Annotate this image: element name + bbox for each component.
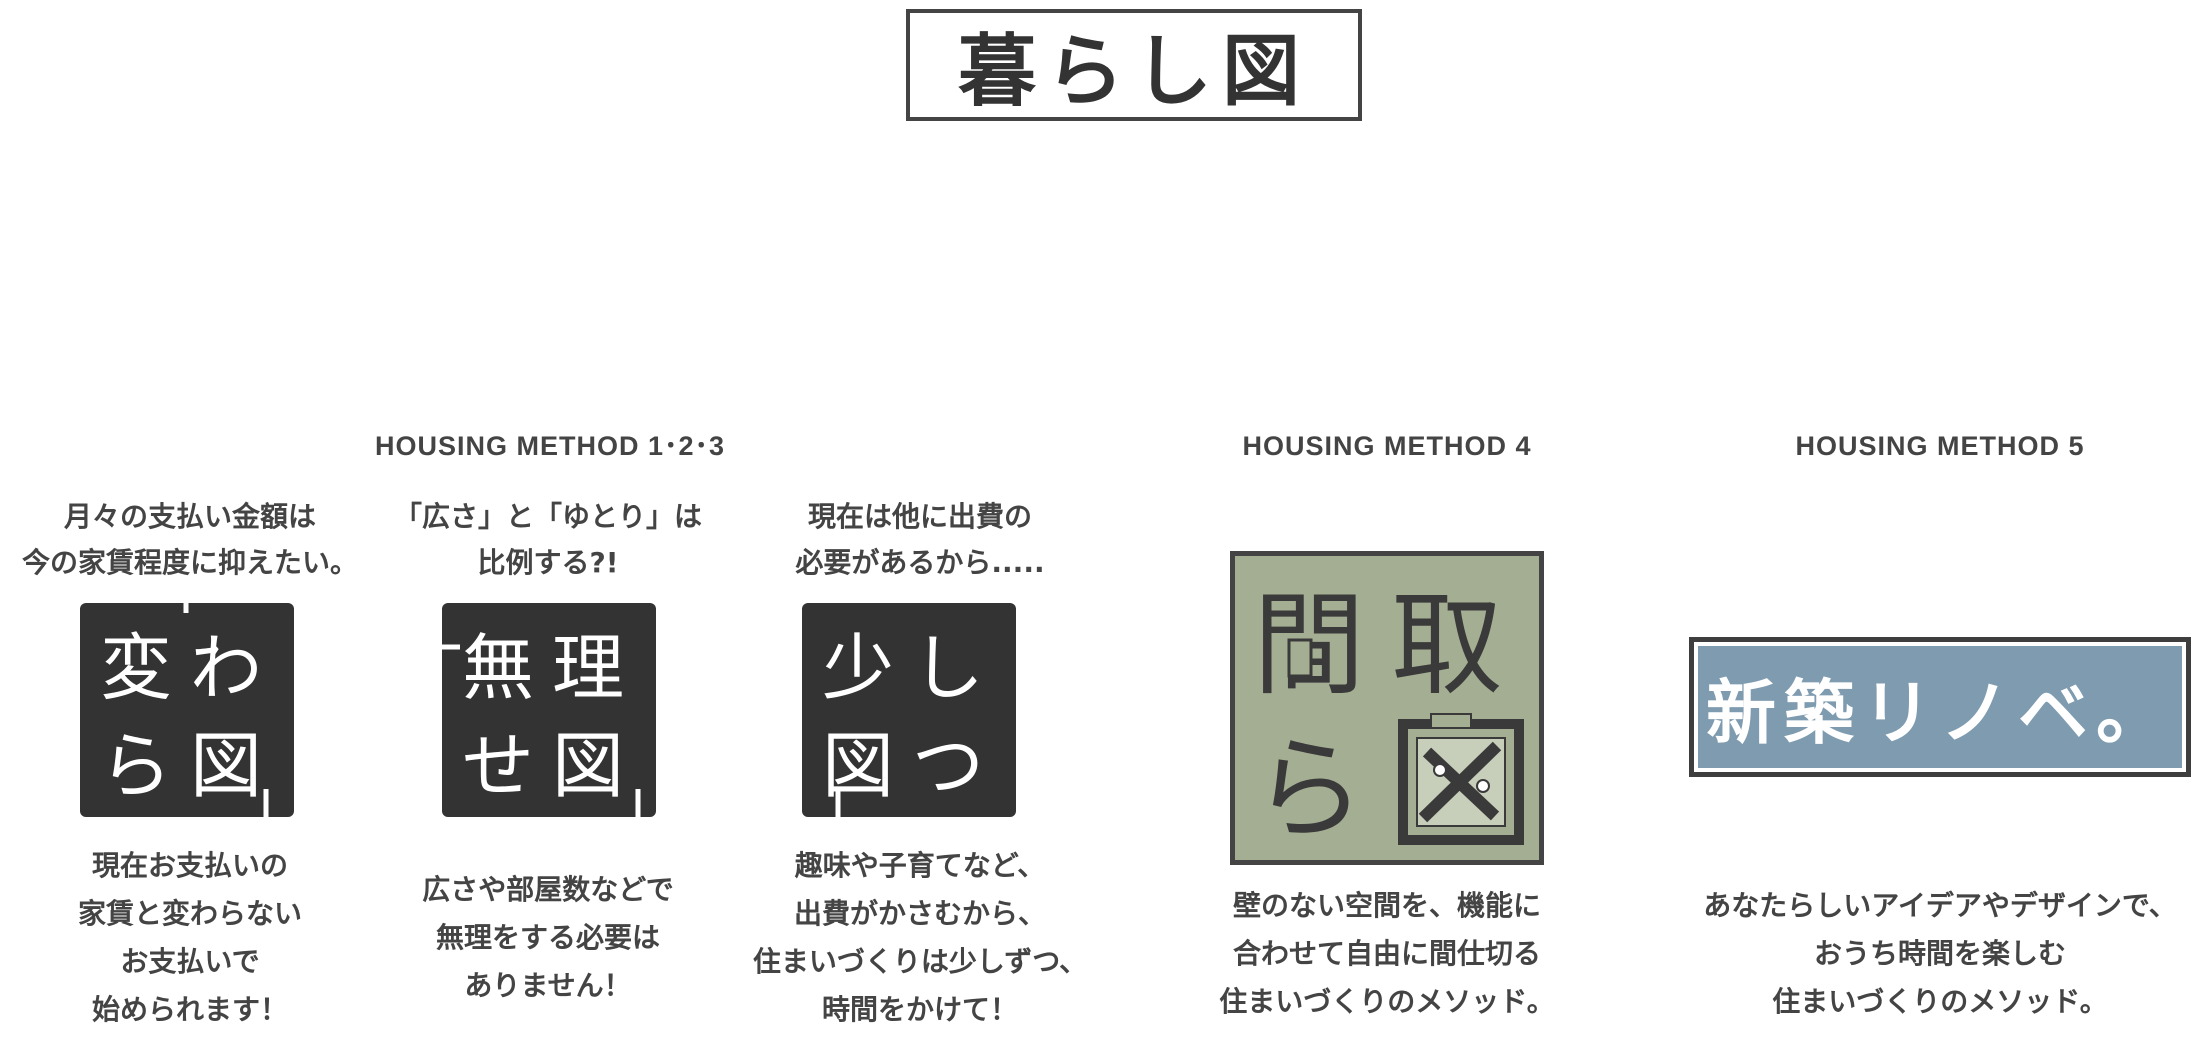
desc-line: 始められます！ xyxy=(91,993,288,1026)
page-title: 暮らし図 xyxy=(957,27,1310,117)
caption-line: 今の家賃程度に抑えたい。 xyxy=(21,546,358,579)
method-3-logo[interactable]: 少 し 図 つ xyxy=(802,603,1016,817)
caption-line: 現在は他に出費の xyxy=(807,500,1032,533)
caption-line: 必要があるから..... xyxy=(795,546,1045,579)
desc-line: おうち時間を楽しむ xyxy=(1813,937,2066,970)
section-label-method-1-2-3: HOUSING METHOD 1･2･3 xyxy=(374,431,726,461)
method-2-logo[interactable]: 無 理 せ 図 xyxy=(442,603,656,817)
floor-plan-icon xyxy=(1398,713,1524,845)
method-3-description: 趣味や子育てなど、 出費がかさむから、 住まいづくりは少しずつ、 時間をかけて！ xyxy=(730,842,1110,1034)
logo-char: 取 xyxy=(1391,581,1503,711)
desc-line: 壁のない空間を、機能に xyxy=(1232,889,1541,922)
desc-line: 現在お支払いの xyxy=(91,849,288,882)
caption-line: 月々の支払い金額は xyxy=(63,500,316,533)
desc-line: ありません！ xyxy=(464,969,632,1002)
method-5-logo-text: 新築リノベ。 xyxy=(1706,671,2174,754)
method-5-logo[interactable]: 新築リノベ。 xyxy=(1689,637,2191,777)
logo-char: 少 xyxy=(822,626,894,710)
desc-line: 出費がかさむから、 xyxy=(793,897,1046,930)
desc-line: 住まいづくりは少しずつ、 xyxy=(752,945,1088,978)
desc-line: 広さや部屋数などで xyxy=(422,873,674,906)
logo-char: ら xyxy=(1253,725,1365,855)
method-5-description: あなたらしいアイデアやデザインで、 おうち時間を楽しむ 住まいづくりのメソッド。 xyxy=(1680,882,2200,1026)
method-3-caption: 現在は他に出費の 必要があるから..... xyxy=(740,494,1100,586)
door-icon xyxy=(1287,638,1313,678)
desc-line: あなたらしいアイデアやデザインで、 xyxy=(1703,889,2177,922)
desc-line: 無理をする必要は xyxy=(435,921,660,954)
logo-char: つ xyxy=(912,724,984,808)
logo-char: し xyxy=(912,626,984,710)
logo-char: せ xyxy=(462,724,534,808)
desc-line: 住まいづくりのメソッド。 xyxy=(1219,985,1555,1018)
logo-char: 変 xyxy=(100,626,172,710)
desc-line: 家賃と変わらない xyxy=(77,897,302,930)
logo-char: わ xyxy=(190,626,262,710)
method-4-logo[interactable]: 間 取 ら xyxy=(1230,551,1544,865)
method-2-description: 広さや部屋数などで 無理をする必要は ありません！ xyxy=(378,866,718,1010)
logo-char: ら xyxy=(100,724,172,808)
page-title-box: 暮らし図 xyxy=(906,9,1362,121)
method-1-logo[interactable]: 変 わ ら 図 xyxy=(80,603,294,817)
desc-line: お支払いで xyxy=(120,945,260,978)
section-label-method-5: HOUSING METHOD 5 xyxy=(1795,431,2085,461)
desc-line: 住まいづくりのメソッド。 xyxy=(1772,985,2108,1018)
logo-char: 理 xyxy=(552,626,624,710)
desc-line: 時間をかけて！ xyxy=(821,993,1018,1026)
caption-line: 「広さ」と「ゆとり」は xyxy=(393,500,702,533)
logo-char: 図 xyxy=(822,724,894,808)
method-1-description: 現在お支払いの 家賃と変わらない お支払いで 始められます！ xyxy=(20,842,360,1034)
method-2-caption: 「広さ」と「ゆとり」は 比例する?! xyxy=(378,494,718,586)
method-1-caption: 月々の支払い金額は 今の家賃程度に抑えたい。 xyxy=(0,494,380,586)
desc-line: 趣味や子育てなど、 xyxy=(794,849,1046,882)
logo-char: 図 xyxy=(552,724,624,808)
method-4-description: 壁のない空間を、機能に 合わせて自由に間仕切る 住まいづくりのメソッド。 xyxy=(1180,882,1594,1026)
caption-line: 比例する?! xyxy=(477,546,619,579)
logo-char: 図 xyxy=(190,724,262,808)
section-label-method-4: HOUSING METHOD 4 xyxy=(1242,431,1532,461)
logo-char: 無 xyxy=(462,626,534,710)
desc-line: 合わせて自由に間仕切る xyxy=(1232,937,1541,970)
